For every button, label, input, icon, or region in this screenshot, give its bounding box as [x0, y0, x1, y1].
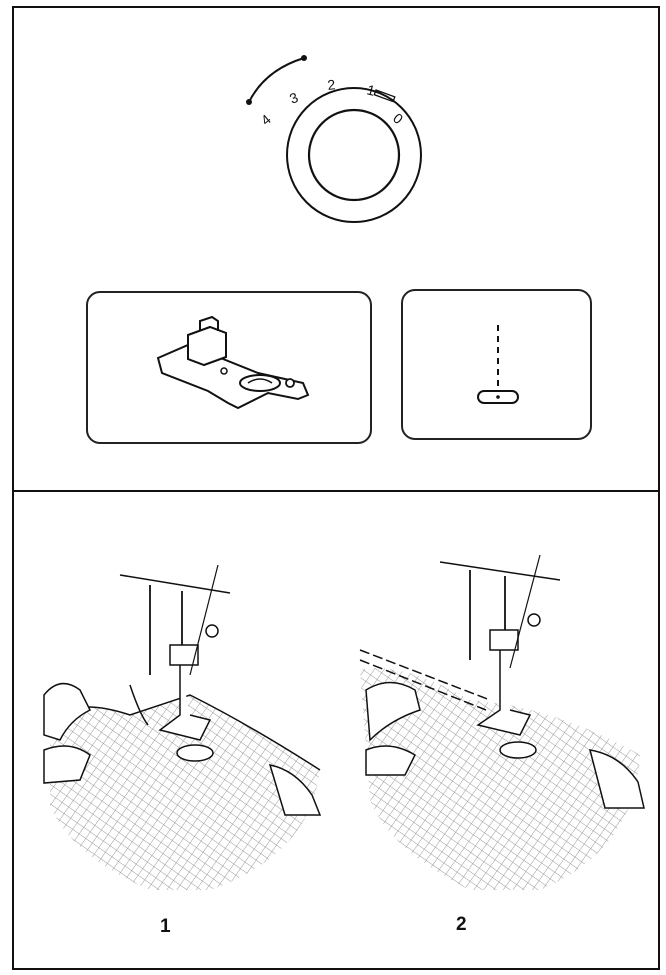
dial-label-1: 1 [365, 81, 377, 98]
sewing-illustration-2 [360, 550, 650, 890]
sewing-illustration-1 [30, 555, 330, 895]
straight-stitch-icon [403, 291, 594, 442]
dial-label-2: 2 [327, 76, 337, 93]
presser-foot-panel [86, 291, 372, 444]
step-number-1: 1 [160, 916, 171, 938]
section-divider [12, 490, 660, 492]
step-number-2: 2 [456, 914, 467, 936]
rolled-hem-foot-icon [148, 313, 318, 423]
dial-label-4: 4 [258, 111, 274, 128]
dial-label-0: 0 [390, 110, 406, 128]
stitch-panel [401, 289, 592, 440]
tension-dial: 4 3 2 1 0 [230, 50, 440, 250]
dial-label-3: 3 [287, 89, 300, 107]
